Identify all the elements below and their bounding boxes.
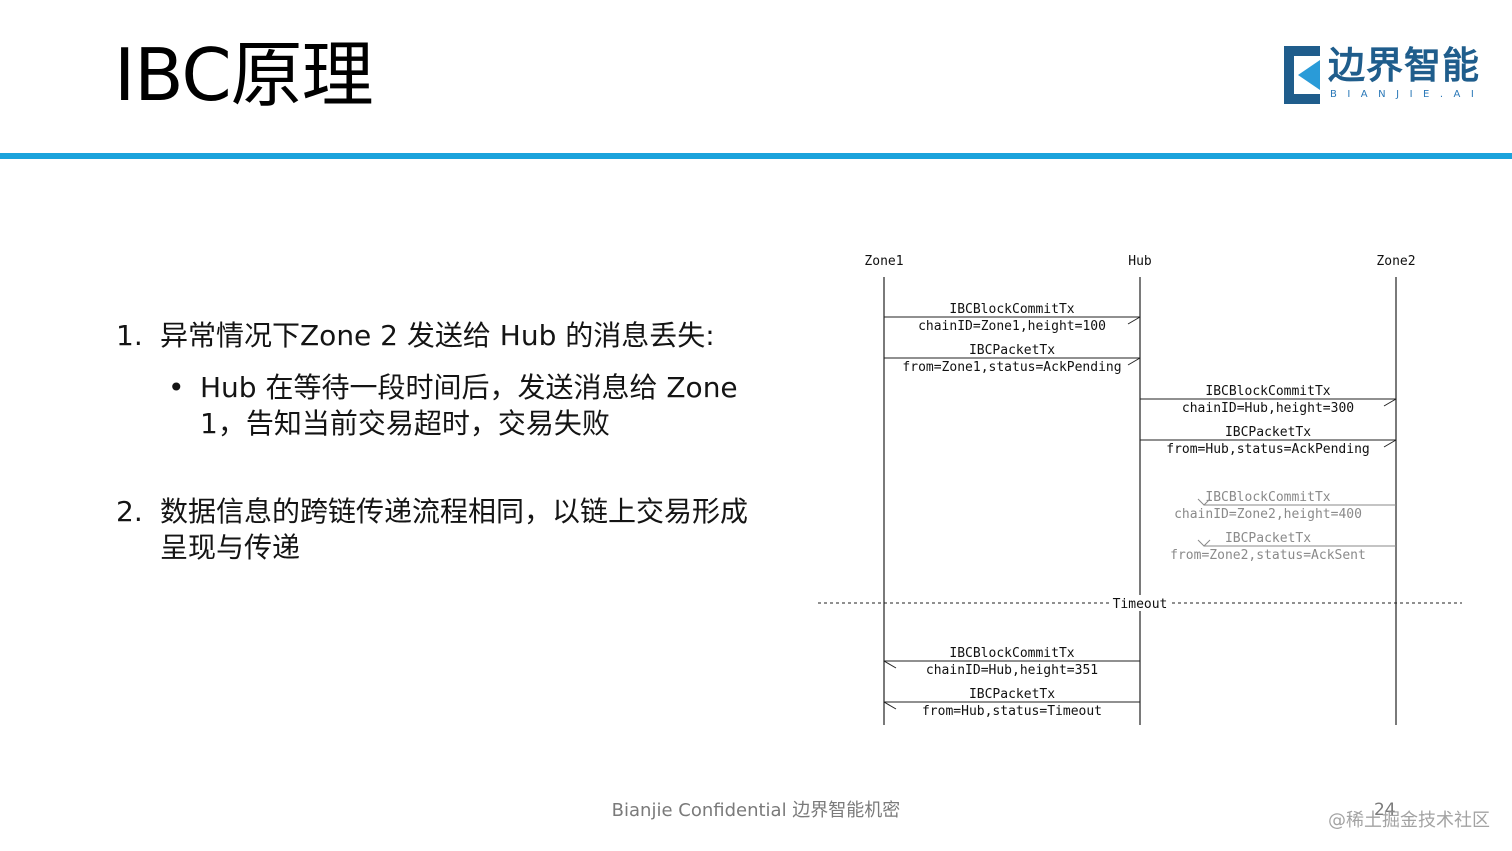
company-logo: 边界智能 BIANJIE.AI bbox=[1280, 42, 1480, 112]
message-label: from=Hub,status=Timeout bbox=[922, 704, 1102, 719]
timeout-label: Timeout bbox=[1113, 597, 1168, 612]
message-label: IBCBlockCommitTx bbox=[949, 646, 1074, 661]
message-label: chainID=Zone2,height=400 bbox=[1174, 507, 1362, 522]
message-label: IBCBlockCommitTx bbox=[1205, 490, 1330, 505]
lane-label: Zone1 bbox=[864, 254, 903, 269]
bullet-list: 1. 异常情况下Zone 2 发送给 Hub 的消息丢失: • Hub 在等待一… bbox=[116, 318, 756, 566]
message-label: IBCBlockCommitTx bbox=[1205, 384, 1330, 399]
list-text: 数据信息的跨链传递流程相同，以链上交易形成呈现与传递 bbox=[160, 495, 749, 564]
arrow-head bbox=[1383, 398, 1397, 407]
sub-list-text: Hub 在等待一段时间后，发送消息给 Zone 1，告知当前交易超时，交易失败 bbox=[200, 371, 738, 440]
message-label: IBCBlockCommitTx bbox=[949, 302, 1074, 317]
logo-mark-icon bbox=[1284, 46, 1320, 104]
message-label: IBCPacketTx bbox=[969, 343, 1055, 358]
sub-list-item: • Hub 在等待一段时间后，发送消息给 Zone 1，告知当前交易超时，交易失… bbox=[168, 370, 756, 442]
logo-subtext: BIANJIE.AI bbox=[1330, 89, 1485, 100]
message-label: IBCPacketTx bbox=[1225, 425, 1311, 440]
watermark: @稀土掘金技术社区 bbox=[1328, 810, 1490, 831]
lost-message-marker bbox=[1197, 539, 1211, 547]
timeout-label-bg bbox=[1110, 595, 1170, 611]
arrow-head bbox=[1127, 357, 1141, 366]
bullet-dot: • bbox=[168, 371, 185, 404]
header-divider bbox=[0, 153, 1512, 159]
list-number: 1. bbox=[116, 319, 143, 352]
page-number: 24 bbox=[1374, 800, 1396, 820]
message-label: from=Hub,status=AckPending bbox=[1166, 442, 1370, 457]
message-label: from=Zone2,status=AckSent bbox=[1170, 548, 1366, 563]
lane-label: Hub bbox=[1128, 254, 1152, 269]
message-label: from=Zone1,status=AckPending bbox=[902, 360, 1121, 375]
message-label: chainID=Hub,height=351 bbox=[926, 663, 1098, 678]
message-label: chainID=Zone1,height=100 bbox=[918, 319, 1106, 334]
list-item: 2. 数据信息的跨链传递流程相同，以链上交易形成呈现与传递 bbox=[116, 494, 756, 566]
lane-label: Zone2 bbox=[1376, 254, 1415, 269]
arrow-head bbox=[883, 660, 897, 669]
logo-text: 边界智能 bbox=[1328, 44, 1480, 87]
page-title: IBC原理 bbox=[114, 33, 374, 117]
list-item: 1. 异常情况下Zone 2 发送给 Hub 的消息丢失: bbox=[116, 318, 756, 354]
arrow-head bbox=[1127, 316, 1141, 325]
message-label: IBCPacketTx bbox=[969, 687, 1055, 702]
message-label: IBCPacketTx bbox=[1225, 531, 1311, 546]
lost-message-marker bbox=[1197, 498, 1211, 506]
arrow-head bbox=[883, 701, 897, 710]
message-label: chainID=Hub,height=300 bbox=[1182, 401, 1354, 416]
footer-confidential: Bianjie Confidential 边界智能机密 bbox=[611, 800, 901, 821]
list-text: 异常情况下Zone 2 发送给 Hub 的消息丢失: bbox=[160, 319, 715, 352]
list-number: 2. bbox=[116, 495, 143, 528]
arrow-head bbox=[1383, 439, 1397, 448]
